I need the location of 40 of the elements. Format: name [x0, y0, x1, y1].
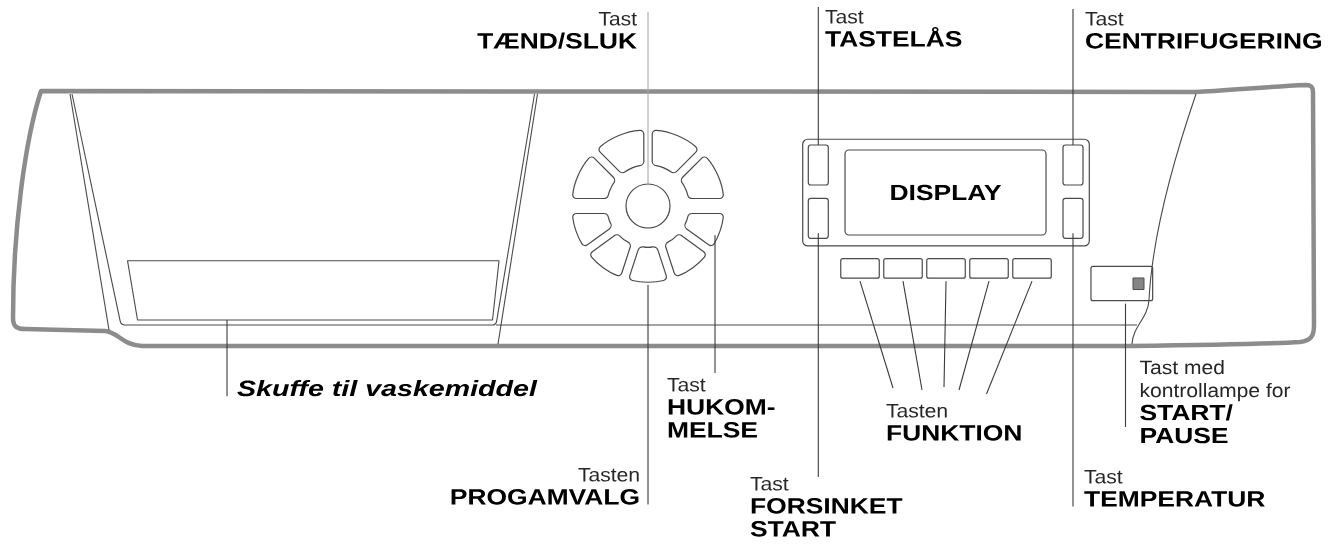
push-button	[807, 197, 829, 239]
leader-line	[647, 11, 649, 185]
dial-key	[684, 212, 724, 247]
display-bezel	[802, 138, 1090, 247]
callout-label: Tast FORSINKET START	[750, 477, 903, 537]
push-button	[1062, 197, 1084, 239]
push-button	[807, 144, 829, 186]
callout-label: Tast med kontrollampe for START/ PAUSE	[1140, 360, 1291, 444]
push-button	[926, 258, 966, 279]
leader-line	[1072, 232, 1074, 508]
leader-line	[1072, 8, 1074, 146]
leader-line	[226, 319, 228, 397]
leader-line	[985, 280, 1033, 395]
callout-label: Tast TEMPERATUR	[1084, 470, 1265, 507]
leader-line	[817, 6, 819, 146]
callout-label: Tast HUKOM- MELSE	[667, 378, 775, 438]
round-button	[625, 183, 671, 229]
callout-label: Tasten PROGAMVALG	[451, 468, 639, 505]
leader-line	[902, 280, 923, 391]
display-screen: DISPLAY	[844, 149, 1047, 236]
callout-label: Tasten FUNKTION	[886, 404, 1021, 441]
drawer-handle	[126, 260, 500, 321]
callout-label: Skuffe til vaskemiddel	[237, 380, 538, 397]
push-button	[840, 258, 880, 279]
push-button	[883, 258, 923, 279]
leader-line	[859, 280, 894, 389]
leader-line	[817, 232, 819, 478]
push-button	[1012, 258, 1052, 279]
leader-line	[714, 234, 716, 374]
leader-line	[943, 280, 947, 388]
dial-key	[629, 246, 667, 283]
leader-line	[647, 284, 649, 506]
push-button	[1062, 144, 1084, 186]
callout-label: Tast CENTRIFUGERING	[1085, 12, 1321, 49]
push-button	[969, 258, 1009, 279]
leader-line	[958, 280, 990, 391]
callout-label: Tast TÆND/SLUK	[477, 12, 637, 49]
callout-label: Tast TASTELÅS	[825, 10, 962, 47]
push-button	[1090, 265, 1154, 302]
leader-line	[1124, 303, 1127, 428]
